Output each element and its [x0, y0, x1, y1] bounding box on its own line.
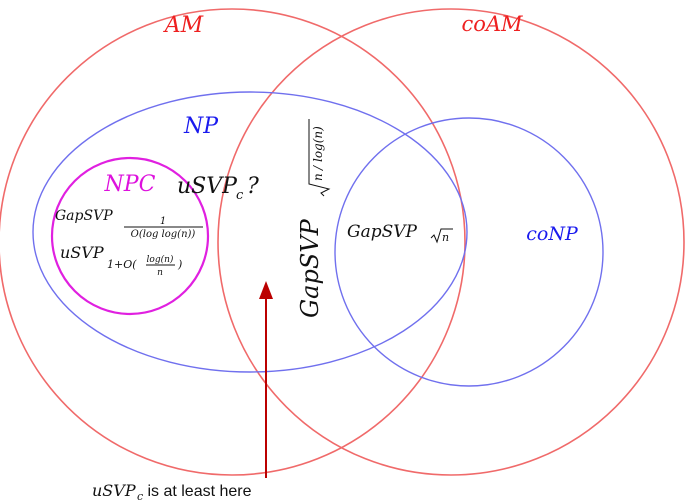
- am-circle: [0, 8, 466, 476]
- svg-text:GapSVP: GapSVP: [55, 208, 113, 224]
- svg-text:n: n: [311, 173, 325, 181]
- svg-text:log(n): log(n): [147, 254, 174, 265]
- conp-circle: [334, 117, 604, 387]
- arrow-pointer: [259, 281, 273, 478]
- svg-text:is at least here: is at least here: [143, 483, 252, 500]
- svg-text:uSVP: uSVP: [92, 481, 136, 500]
- npc-circle: [50, 156, 210, 316]
- svg-text:GapSVP: GapSVP: [296, 218, 324, 318]
- svg-text:?: ?: [247, 174, 259, 199]
- svg-text:1: 1: [160, 216, 166, 227]
- svg-text:): ): [177, 258, 182, 271]
- svg-text:O(log log(n)): O(log log(n)): [131, 229, 196, 240]
- svg-text:uSVP: uSVP: [177, 174, 238, 199]
- annotation-label: uSVP c is at least here: [92, 481, 252, 500]
- svg-text:GapSVP: GapSVP: [347, 222, 418, 242]
- np-ellipse: [32, 91, 468, 373]
- coam-label: coAM: [461, 12, 523, 36]
- svg-text:uSVP: uSVP: [60, 243, 104, 262]
- svg-text:n: n: [157, 268, 163, 278]
- usvp-approx-label: uSVP 1+O( log(n) n ): [60, 243, 182, 278]
- usvp-c-question-label: uSVP c ?: [177, 174, 259, 203]
- svg-text:c: c: [137, 490, 143, 500]
- coam-circle: [217, 8, 685, 476]
- gapsvp-small-label: GapSVP 1 O(log log(n)): [55, 208, 203, 240]
- svg-text:1+O(: 1+O(: [107, 258, 137, 271]
- svg-text:log(n): log(n): [311, 126, 325, 162]
- svg-text:c: c: [236, 188, 244, 203]
- gapsvp-sqrt-n-label: GapSVP n: [347, 222, 453, 244]
- svg-text:/: /: [311, 164, 325, 171]
- conp-label: coNP: [526, 223, 579, 245]
- gapsvp-rotated-label: GapSVP n / log(n): [296, 119, 331, 318]
- am-label: AM: [163, 13, 204, 38]
- arrowhead: [259, 281, 273, 299]
- npc-label: NPC: [104, 172, 156, 197]
- svg-text:n: n: [442, 231, 449, 244]
- np-label: NP: [183, 114, 219, 139]
